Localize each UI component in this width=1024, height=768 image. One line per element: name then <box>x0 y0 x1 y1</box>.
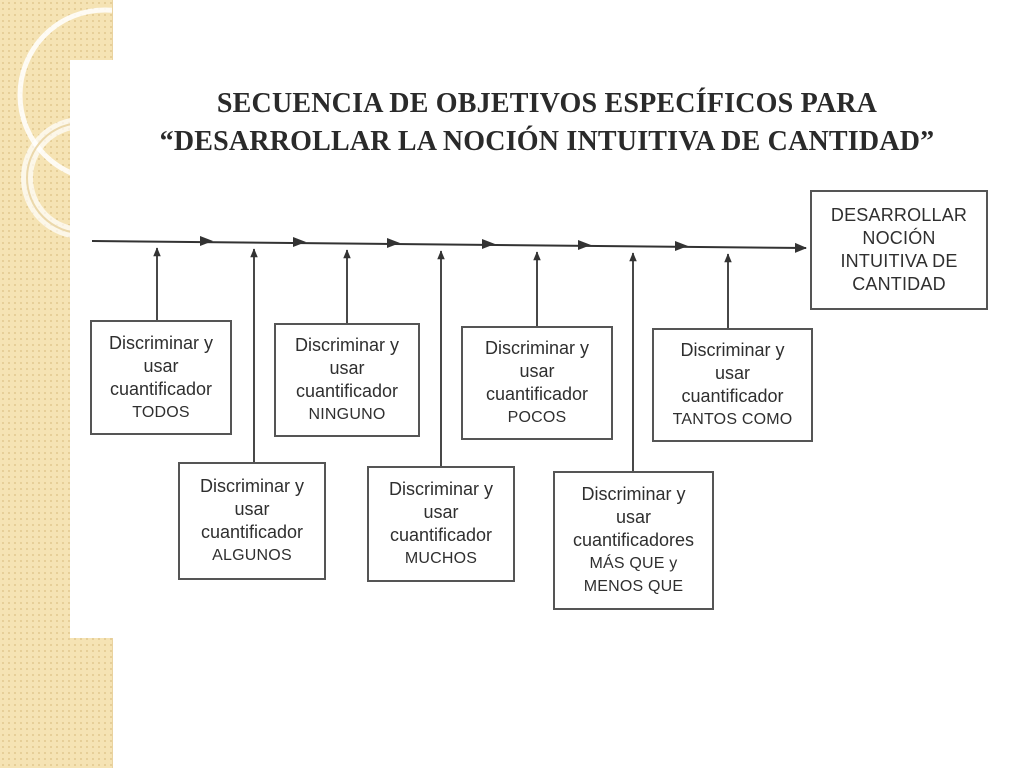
objective-box-ninguno: Discriminar y usar cuantificador NINGUNO <box>274 323 420 437</box>
objective-text: Discriminar y <box>294 335 399 355</box>
objective-text: cuantificador <box>681 386 784 406</box>
diagram-title-line-1: SECUENCIA DE OBJETIVOS ESPECÍFICOS PARA <box>216 88 878 119</box>
objective-text: cuantificadores <box>572 530 695 550</box>
objective-quantifier: TANTOS COMO <box>672 411 793 428</box>
objective-text: cuantificador <box>109 378 213 399</box>
objective-quantifier: TODOS <box>132 403 190 421</box>
goal-line: CANTIDAD <box>852 274 946 294</box>
objective-text: usar <box>329 358 365 378</box>
objective-quantifier: MUCHOS <box>404 550 478 567</box>
timeline-arrowhead <box>387 238 400 248</box>
timeline-arrowheads <box>200 236 688 251</box>
objective-box-mas-que-menos-que: Discriminar y usar cuantificadores MÁS Q… <box>553 471 714 610</box>
objective-text: Discriminar y <box>108 332 213 353</box>
objective-text: usar <box>615 507 651 527</box>
timeline-arrowhead <box>293 237 306 247</box>
objective-quantifier: ALGUNOS <box>212 547 292 564</box>
objective-quantifier: NINGUNO <box>308 406 386 423</box>
objective-box-tantos-como: Discriminar y usar cuantificador TANTOS … <box>652 328 813 442</box>
objective-text: cuantificador <box>200 522 304 542</box>
goal-box: DESARROLLAR NOCIÓN INTUITIVA DE CANTIDAD <box>810 190 988 310</box>
goal-line: DESARROLLAR <box>830 205 968 225</box>
objective-quantifier: POCOS <box>507 409 567 426</box>
goal-line: INTUITIVA DE <box>840 251 958 271</box>
connector-arrows <box>153 247 732 471</box>
objective-text: cuantificador <box>389 525 493 545</box>
timeline-arrowhead <box>482 239 495 249</box>
timeline-arrowhead <box>675 241 688 251</box>
objective-quantifier: MÁS QUE y <box>589 555 678 572</box>
objective-text: Discriminar y <box>680 340 785 360</box>
objective-text: usar <box>423 502 459 522</box>
objective-box-pocos: Discriminar y usar cuantificador POCOS <box>461 326 613 440</box>
objective-text: usar <box>234 499 270 519</box>
timeline-axis <box>91 240 807 253</box>
objective-text: usar <box>714 363 750 383</box>
objective-text: Discriminar y <box>484 338 589 358</box>
timeline-arrowhead <box>200 236 213 246</box>
objective-text: Discriminar y <box>581 484 686 504</box>
diagram-title-line-2: “DESARROLLAR LA NOCIÓN INTUITIVA DE CANT… <box>159 126 935 157</box>
objective-text: cuantificador <box>295 381 399 401</box>
objective-text: usar <box>143 355 179 376</box>
timeline-arrowhead <box>578 240 591 250</box>
objective-box-muchos: Discriminar y usar cuantificador MUCHOS <box>367 466 515 582</box>
goal-line: NOCIÓN <box>862 228 936 248</box>
objective-text: Discriminar y <box>388 479 493 499</box>
objective-box-todos: Discriminar y usar cuantificador TODOS <box>90 320 232 435</box>
objective-text: Discriminar y <box>199 476 304 496</box>
objective-text: usar <box>519 361 555 381</box>
objective-box-algunos: Discriminar y usar cuantificador ALGUNOS <box>178 462 326 580</box>
objective-text: cuantificador <box>485 384 589 404</box>
objective-quantifier: MENOS QUE <box>583 578 684 595</box>
